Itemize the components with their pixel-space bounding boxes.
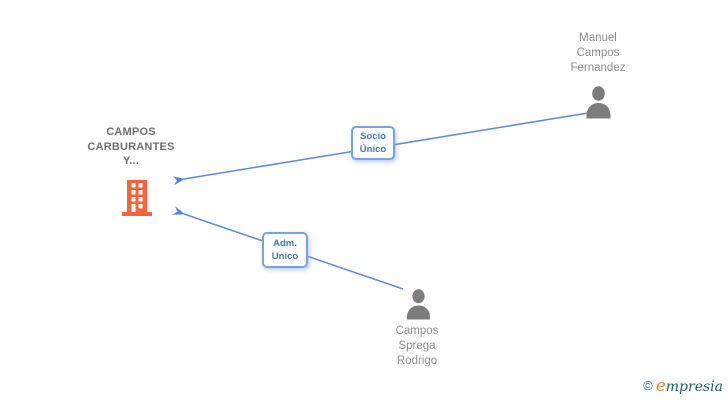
logo-letter-e: e <box>655 376 666 396</box>
edge-label-adm-unico: Adm. Unico <box>262 232 308 268</box>
building-icon[interactable] <box>121 180 153 216</box>
person-name-line: Manuel <box>579 32 617 44</box>
person-name-line: Sprega <box>398 340 436 352</box>
logo-text: mpresia <box>665 379 723 395</box>
person-icon-sprega[interactable] <box>405 289 432 320</box>
person-name-line: Campos <box>395 325 439 337</box>
company-name-line: Y... <box>122 155 140 167</box>
company-name-line: CARBURANTES <box>87 140 175 153</box>
person-name-line: Campos <box>576 47 620 59</box>
edge-label-socio-unico: Socio Único <box>351 126 395 160</box>
person-name-line: Fernandez <box>570 62 626 74</box>
company-name-line: CAMPOS <box>106 126 156 138</box>
person-icon-manuel[interactable] <box>585 86 612 119</box>
edge-label-line: Adm. <box>273 238 297 249</box>
person-node-label-sprega[interactable]: Campos Sprega Rodrigo <box>337 324 497 369</box>
edge-label-line: Socio <box>360 131 386 142</box>
person-name-line: Rodrigo <box>396 355 438 367</box>
person-node-label-manuel[interactable]: Manuel Campos Fernandez <box>518 31 678 76</box>
edge-label-line: Único <box>359 144 387 155</box>
edge-label-line: Unico <box>271 251 299 262</box>
copyright-icon: © <box>643 378 653 393</box>
company-node-label[interactable]: CAMPOS CARBURANTES Y... <box>41 125 221 169</box>
empresia-logo[interactable]: ©empresia <box>643 376 723 396</box>
